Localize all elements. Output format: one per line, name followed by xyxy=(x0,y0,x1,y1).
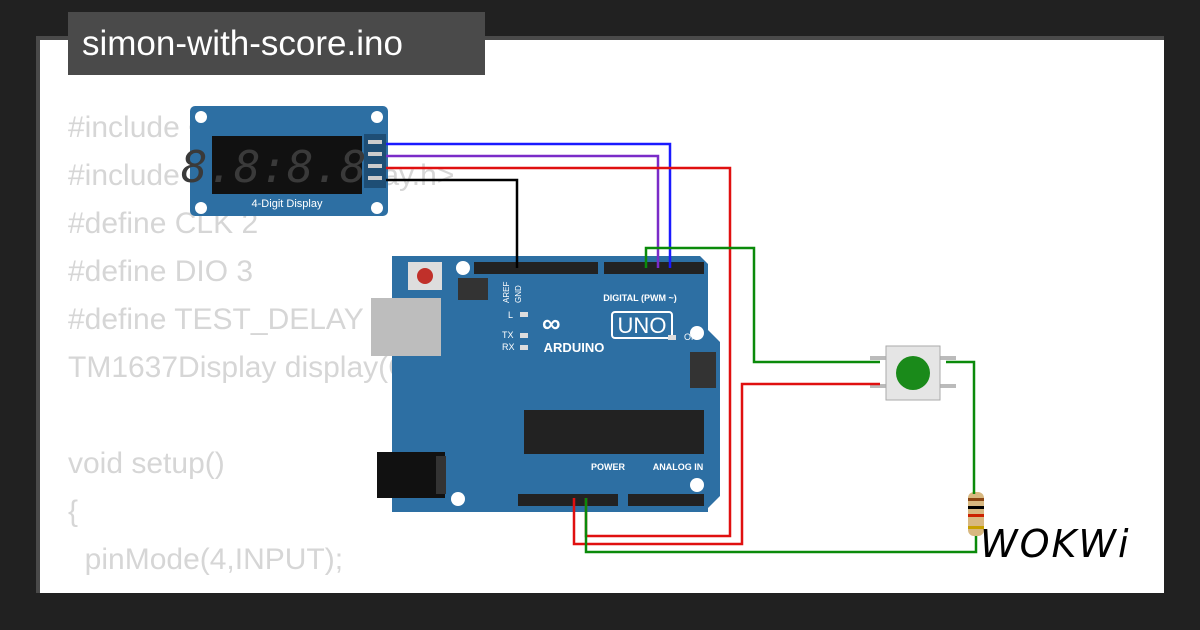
rx-label: RX xyxy=(502,342,515,352)
arduino-brand: ARDUINO xyxy=(544,340,605,355)
resistor xyxy=(968,492,984,536)
wires xyxy=(386,142,978,554)
display-label: 4-Digit Display xyxy=(252,198,323,210)
on-label: ON xyxy=(684,332,698,342)
arduino-model: UNO xyxy=(618,313,667,338)
l-label: L xyxy=(508,310,513,320)
digital-label: DIGITAL (PWM ~) xyxy=(603,293,676,303)
svg-text:AREF: AREF xyxy=(502,282,511,303)
power-label: POWER xyxy=(591,462,626,472)
wokwi-logo: WOKWi xyxy=(980,522,1131,566)
code-line: #define DIO 3 xyxy=(68,255,254,288)
code-line: void setup() xyxy=(68,447,225,480)
code-line: display.setBrightness(0x0f); xyxy=(68,584,535,593)
code-line: { xyxy=(68,495,79,528)
svg-text:GND: GND xyxy=(514,285,523,303)
project-filename: simon-with-score.ino xyxy=(68,12,485,75)
display-digits: 8.8:8.8. xyxy=(181,142,393,193)
code-line: pinMode(4,INPUT); xyxy=(68,543,344,576)
analog-label: ANALOG IN xyxy=(653,462,704,472)
display-module[interactable]: 8.8:8.8. 4-Digit Display xyxy=(181,106,393,216)
tx-label: TX xyxy=(502,330,514,340)
svg-text:∞: ∞ xyxy=(542,308,561,338)
arduino-uno-board[interactable]: AREF GND ∞ UNO ARDUINO DIGITAL (PWM ~) P… xyxy=(371,256,720,512)
push-button[interactable] xyxy=(870,345,956,401)
